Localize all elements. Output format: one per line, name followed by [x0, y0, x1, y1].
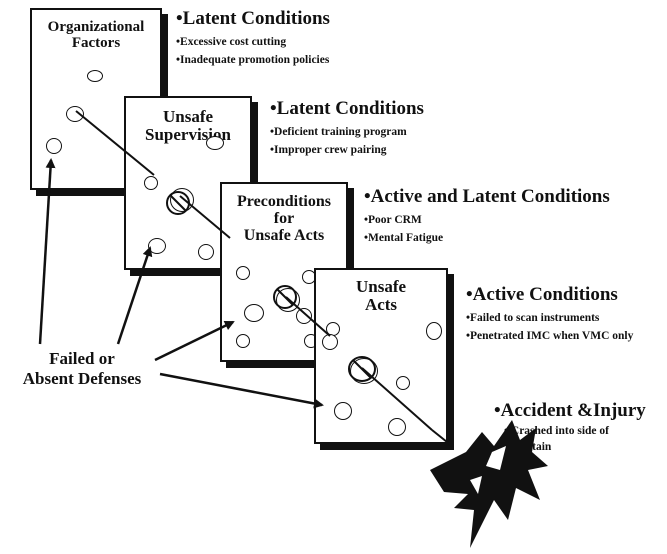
layer-title-line: Unsafe	[162, 107, 214, 126]
conditions-heading: •Active Conditions	[466, 284, 618, 305]
layer-title-line: Preconditions	[237, 193, 331, 210]
layer-title: Unsafe Acts	[316, 278, 446, 314]
defense-hole	[144, 176, 158, 190]
layer-title: Organizational Factors	[32, 19, 160, 52]
defense-hole	[388, 418, 406, 436]
outcome-heading: •Accident &Injury	[494, 400, 646, 421]
layer-title: Preconditions for Unsafe Acts	[222, 193, 346, 244]
layer-title-line: Unsafe Acts	[243, 226, 325, 244]
conditions-supervision: •Latent Conditions •Deficient training p…	[270, 98, 424, 156]
defenses-label: Failed or Absent Defenses	[2, 349, 162, 390]
outcome-accident: •Accident &Injury • Crashed into side of…	[494, 400, 646, 455]
defense-hole	[396, 376, 410, 390]
conditions-unsafe-acts: •Active Conditions •Failed to scan instr…	[466, 284, 633, 342]
layer-title-line: Organizational	[47, 19, 145, 35]
defense-hole	[198, 244, 214, 260]
conditions-heading: •Latent Conditions	[270, 98, 424, 119]
defense-hole	[66, 106, 84, 122]
defense-hole	[322, 334, 338, 350]
defense-hole	[236, 266, 250, 280]
conditions-heading: •Active and Latent Conditions	[364, 186, 610, 207]
conditions-preconditions: •Active and Latent Conditions •Poor CRM …	[364, 186, 610, 244]
layer-unsafe-acts: Unsafe Acts	[314, 268, 448, 444]
condition-item: •Poor CRM	[364, 214, 422, 226]
layer-title: Unsafe Supervision	[126, 108, 250, 144]
defense-hole	[206, 136, 224, 150]
outcome-item: • Crashed into side of mountain	[504, 425, 609, 453]
defense-hole	[170, 188, 194, 212]
condition-item: •Deficient training program	[270, 126, 407, 138]
arrow-to-unsafe-acts	[159, 372, 324, 409]
defense-hole	[350, 358, 378, 384]
defenses-label-line: Failed or	[49, 349, 115, 368]
defense-hole	[334, 402, 352, 420]
conditions-organizational: •Latent Conditions •Excessive cost cutti…	[176, 8, 330, 66]
defense-hole	[87, 70, 103, 82]
conditions-heading: •Latent Conditions	[176, 8, 330, 29]
layer-title-line: for	[273, 209, 295, 227]
defense-hole	[244, 304, 264, 322]
layer-title-line: Supervision	[145, 124, 231, 144]
condition-item: •Penetrated IMC when VMC only	[466, 330, 634, 342]
defense-hole	[426, 322, 442, 340]
layer-title-line: Unsafe	[355, 277, 407, 296]
defense-hole	[276, 288, 300, 312]
layer-title-line: Factors	[71, 34, 121, 51]
layer-title-line: Acts	[364, 294, 398, 314]
condition-item: •Excessive cost cutting	[176, 36, 287, 48]
defenses-label-line: Absent Defenses	[22, 369, 142, 389]
condition-item: •Failed to scan instruments	[466, 312, 600, 324]
defense-hole	[236, 334, 250, 348]
defense-hole	[46, 138, 62, 154]
defense-hole	[296, 308, 312, 324]
condition-item: •Improper crew pairing	[270, 144, 387, 156]
condition-item: •Mental Fatigue	[364, 232, 444, 244]
condition-item: •Inadequate promotion policies	[176, 54, 330, 66]
defense-hole	[148, 238, 166, 254]
